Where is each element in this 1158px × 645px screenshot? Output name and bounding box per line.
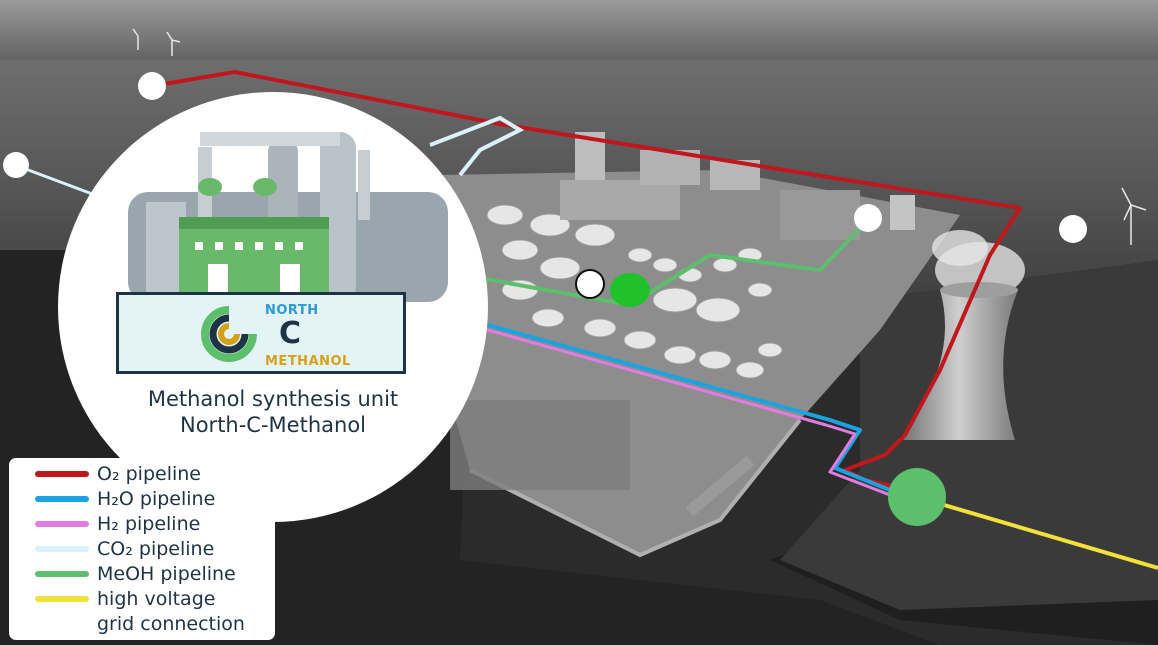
plant-pipe-rack (200, 132, 340, 146)
co2-pipeline-left (14, 163, 96, 197)
barge (685, 455, 755, 517)
plant-pipe-rack (358, 150, 370, 220)
legend-swatch (35, 571, 89, 577)
logo-text-methanol: METHANOL (265, 354, 351, 369)
wind-turbine-icon (132, 28, 1147, 245)
plant-door (208, 264, 228, 297)
legend-item-high-voltage: high voltage (9, 587, 275, 611)
grid-connection-marker[interactable] (888, 468, 946, 526)
legend-label: MeOH pipeline (97, 563, 236, 585)
legend-item-o2: O₂ pipeline (9, 462, 275, 486)
plant-window (195, 242, 203, 250)
warehouse-rows (450, 400, 630, 490)
legend-label: H₂ pipeline (97, 513, 201, 535)
chemical-plant (780, 190, 860, 240)
legend-item-h2o: H₂O pipeline (9, 487, 275, 511)
h2-pipeline (469, 323, 891, 497)
logo-swirl-icon (201, 306, 257, 362)
quay-edge (469, 418, 802, 558)
cooling-tower (900, 290, 1018, 440)
plant-window (295, 242, 303, 250)
map-marker[interactable] (1059, 215, 1087, 243)
methanol-plant-illustration (128, 132, 448, 302)
plant-window (235, 242, 243, 250)
pipeline-legend: O₂ pipeline H₂O pipeline H₂ pipeline CO₂… (9, 458, 275, 640)
legend-item-co2: CO₂ pipeline (9, 537, 275, 561)
steam-plume (932, 230, 988, 266)
cooling-tower-top (940, 282, 1018, 298)
legend-swatch (35, 471, 89, 477)
legend-swatch (35, 496, 89, 502)
chemical-plant (890, 195, 915, 230)
north-c-methanol-logo: NORTH C METHANOL (116, 292, 406, 374)
plant-window (275, 242, 283, 250)
sky-haze (0, 0, 1158, 70)
h2o-pipeline (469, 318, 891, 492)
plant-dome (253, 178, 277, 196)
legend-swatch (35, 521, 89, 527)
legend-label: grid connection (97, 613, 245, 635)
plant-block-roof (179, 217, 329, 229)
legend-label: O₂ pipeline (97, 463, 201, 485)
caption-line: North-C-Methanol (180, 413, 366, 437)
legend-swatch (35, 596, 89, 602)
legend-item-grid-connection: grid connection (9, 612, 275, 636)
map-marker[interactable] (3, 152, 29, 178)
plant-window (255, 242, 263, 250)
legend-item-meoh: MeOH pipeline (9, 562, 275, 586)
meoh-pipeline (479, 218, 870, 307)
warehouse (560, 180, 680, 220)
plant-dome (198, 178, 222, 196)
map-marker[interactable] (575, 269, 605, 299)
legend-item-h2: H₂ pipeline (9, 512, 275, 536)
legend-label: CO₂ pipeline (97, 538, 215, 560)
plant-window (215, 242, 223, 250)
map-marker[interactable] (138, 72, 166, 100)
plant-door (280, 264, 300, 297)
legend-label: H₂O pipeline (97, 488, 216, 510)
map-marker[interactable] (854, 204, 882, 232)
legend-swatch (35, 546, 89, 552)
logo-text-north: NORTH (265, 303, 319, 318)
co2-pipeline (429, 115, 525, 177)
methanol-unit-callout: NORTH C METHANOL Methanol synthesis unit… (58, 92, 488, 522)
plant-block (179, 217, 329, 297)
caption-line: Methanol synthesis unit (147, 387, 399, 411)
logo-text-c: C (279, 316, 302, 351)
methanol-unit-marker[interactable] (610, 273, 650, 307)
high-voltage-line (916, 495, 1158, 570)
legend-label: high voltage (97, 588, 216, 610)
callout-caption: Methanol synthesis unit North-C-Methanol (58, 386, 488, 438)
